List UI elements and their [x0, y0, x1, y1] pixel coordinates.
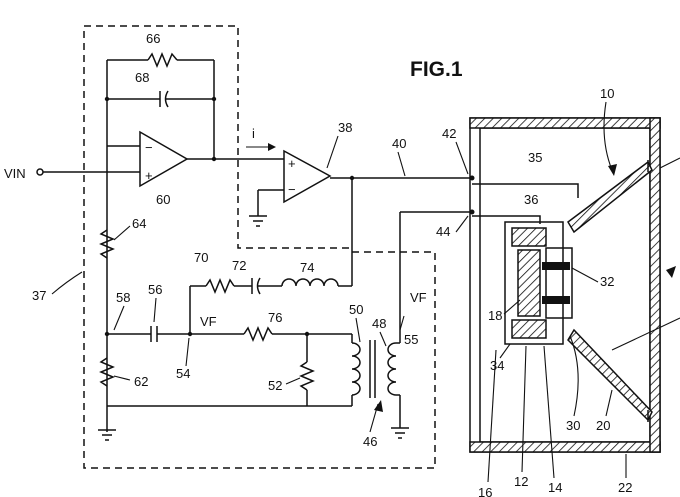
ref-40: 40 — [392, 136, 406, 151]
ref-36: 36 — [524, 192, 538, 207]
ref-18: 18 — [488, 308, 502, 323]
opamp-60 — [139, 130, 189, 188]
ref-58: 58 — [116, 290, 130, 305]
ref-14: 14 — [548, 480, 562, 495]
enclosure-upper-dashed — [84, 25, 352, 249]
speaker-cone-20 — [567, 160, 653, 234]
ref-56: 56 — [148, 282, 162, 297]
ref-22: 22 — [618, 480, 632, 495]
ref-16: 16 — [478, 485, 492, 497]
ref-12: 12 — [514, 474, 528, 489]
ref-76: 76 — [268, 310, 282, 325]
ref-32: 32 — [600, 274, 614, 289]
enclosure-lower-dashed — [83, 26, 436, 469]
vf-label-54: VF — [200, 314, 217, 329]
voice-coil-gap — [545, 247, 573, 319]
ref-37: 37 — [32, 288, 46, 303]
ref-44: 44 — [436, 224, 450, 239]
input-terminal — [36, 168, 44, 176]
ref-48: 48 — [372, 316, 386, 331]
ref-64: 64 — [132, 216, 146, 231]
resistor-62 — [99, 357, 115, 387]
ref-50: 50 — [349, 302, 363, 317]
ref-74: 74 — [300, 260, 314, 275]
ref-55: 55 — [404, 332, 418, 347]
ref-20: 20 — [596, 418, 610, 433]
resistor-64 — [99, 229, 115, 259]
svg-text:−: − — [288, 182, 296, 197]
ref-35: 35 — [528, 150, 542, 165]
ref-68: 68 — [135, 70, 149, 85]
resistor-52 — [299, 361, 315, 391]
figure-title: FIG.1 — [410, 58, 463, 81]
svg-text:+: + — [288, 156, 296, 171]
svg-text:−: − — [145, 140, 153, 155]
resistor-76 — [243, 326, 273, 342]
vin-label: VIN — [4, 166, 26, 181]
transformer-secondary-48 — [387, 342, 397, 396]
resistor-66 — [147, 52, 178, 68]
voice-coil — [542, 262, 570, 270]
resistor-70 — [205, 278, 235, 294]
ref-38: 38 — [338, 120, 352, 135]
inductor-74 — [281, 278, 339, 287]
ref-46: 46 — [363, 434, 377, 449]
svg-text:+: + — [145, 168, 153, 183]
ref-30: 30 — [566, 418, 580, 433]
current-label: i — [252, 126, 255, 141]
ref-66: 66 — [146, 31, 160, 46]
ref-60: 60 — [156, 192, 170, 207]
ref-54: 54 — [176, 366, 190, 381]
opamp-38 — [283, 149, 332, 204]
pole-piece-14 — [517, 249, 541, 317]
ref-10: 10 — [600, 86, 614, 101]
vf-label-55: VF — [410, 290, 427, 305]
ref-72: 72 — [232, 258, 246, 273]
magnet-assembly-12 — [504, 221, 564, 345]
ref-70: 70 — [194, 250, 208, 265]
ref-62: 62 — [134, 374, 148, 389]
ref-52: 52 — [268, 378, 282, 393]
ref-34: 34 — [490, 358, 504, 373]
transformer-primary-50 — [351, 342, 361, 396]
ref-42: 42 — [442, 126, 456, 141]
